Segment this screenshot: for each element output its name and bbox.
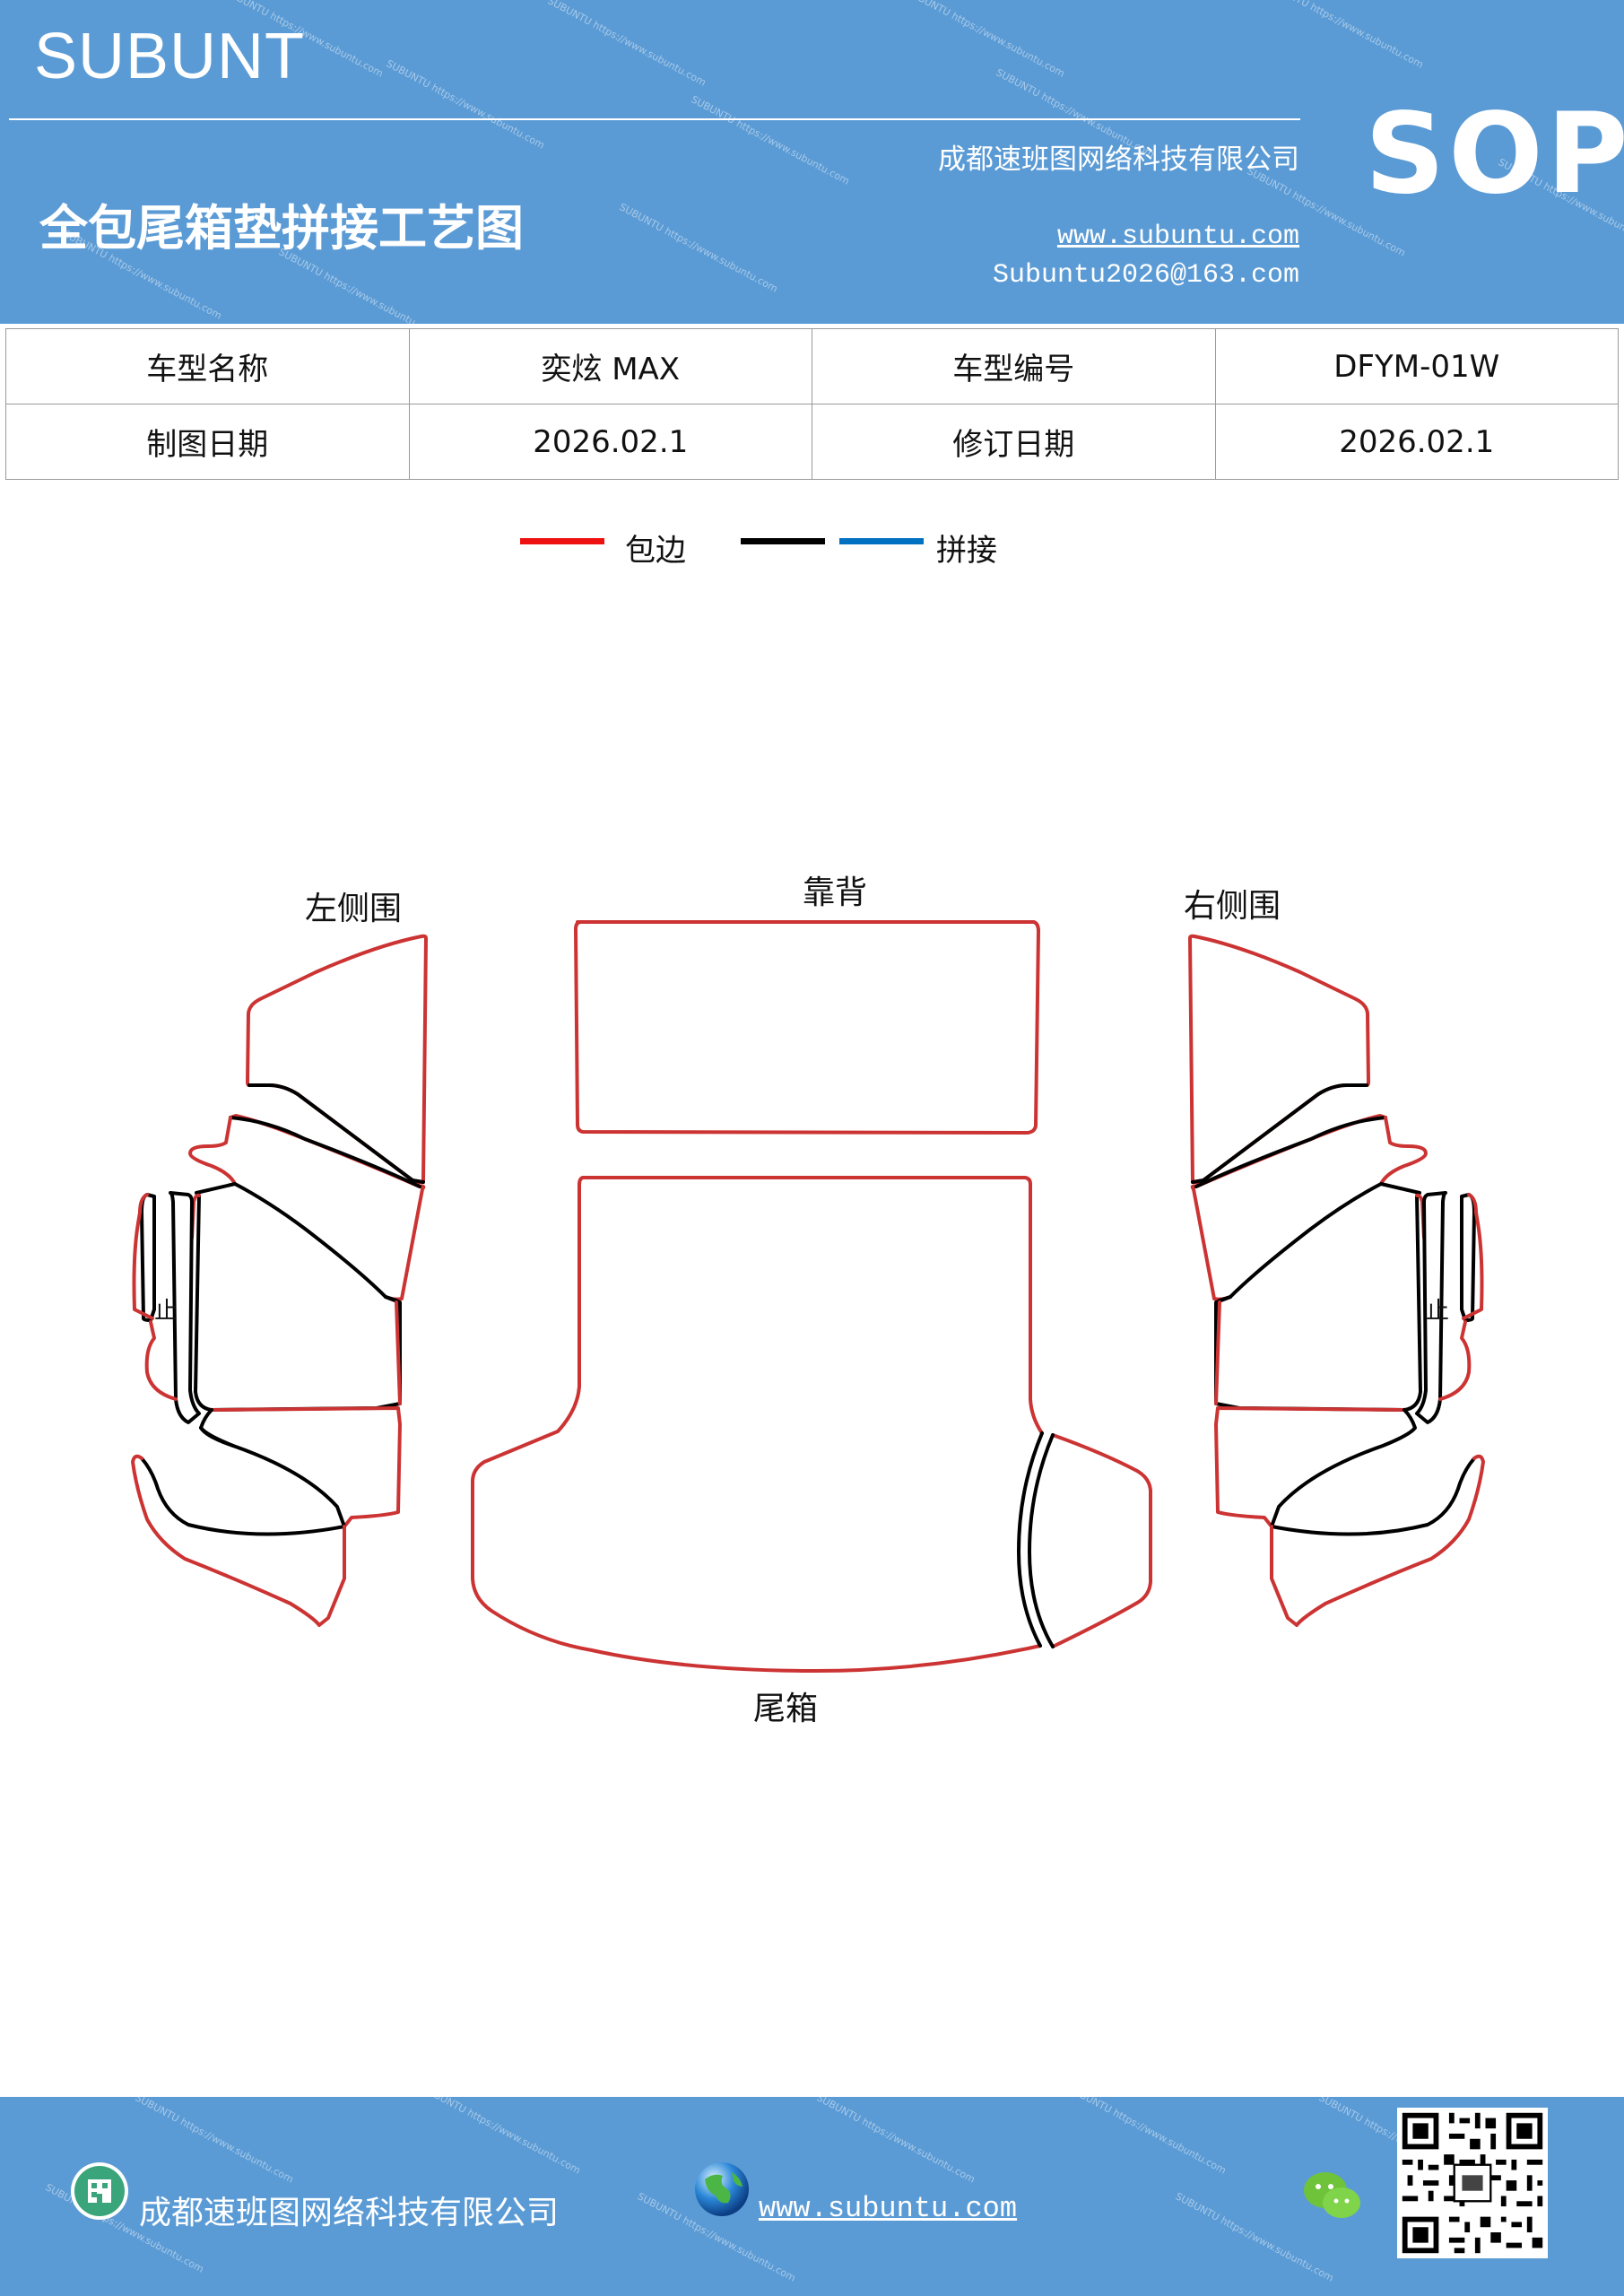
page-title: 全包尾箱垫拼接工艺图: [39, 199, 524, 257]
value-revision-date: 2026.02.1: [1214, 404, 1619, 480]
wechat-icon: [1304, 2172, 1360, 2218]
label-right-stop: 止: [1426, 1298, 1449, 1325]
legend-swatch-black: [741, 538, 825, 544]
trunk-floor-panel: [581, 1176, 1044, 1435]
qr-code[interactable]: [1397, 2108, 1548, 2258]
legend: 包边 拼接: [520, 526, 1058, 570]
company-name: 成都速班图网络科技有限公司: [938, 144, 1299, 176]
footer-banner: SUBUNTU https://www.subuntu.com SUBUNTU …: [0, 2097, 1624, 2296]
brand-wordmark: SUBUNT: [34, 21, 306, 92]
backrest-panel: [574, 920, 1040, 1135]
left-side-wall-top: [246, 934, 428, 1185]
footer-website-link[interactable]: www.subuntu.com: [759, 2192, 1018, 2225]
footer-company-name: 成都速班图网络科技有限公司: [139, 2195, 560, 2231]
right-side-wall-top: [1188, 934, 1370, 1185]
legend-swatch-red: [520, 538, 604, 544]
vehicle-info-table: 车型名称 奕炫 MAX 车型编号 DFYM-01W 制图日期 2026.02.1…: [5, 328, 1619, 480]
legend-swatch-blue: [839, 538, 924, 544]
value-model-name: 奕炫 MAX: [408, 328, 812, 404]
value-model-code: DFYM-01W: [1214, 328, 1619, 404]
label-trunk: 尾箱: [753, 1691, 818, 1727]
email-address: Subuntu2026@163.com: [992, 260, 1299, 291]
header-divider: [9, 118, 1300, 120]
label-revision-date: 修订日期: [812, 404, 1216, 480]
globe-icon: [695, 2162, 749, 2216]
label-left-stop: 止: [154, 1298, 178, 1325]
table-row: 车型名称 奕炫 MAX 车型编号 DFYM-01W: [5, 328, 1619, 404]
label-drawing-date: 制图日期: [5, 404, 410, 480]
sop-badge: SOP: [1365, 90, 1624, 219]
label-right-side-wall: 右侧围: [1184, 888, 1281, 925]
trunk-mat-diagram: 靠背 左侧围 右侧围 尾箱 止 止: [131, 874, 1485, 1727]
label-left-side-wall: 左侧围: [305, 891, 402, 927]
building-icon: [71, 2162, 128, 2220]
label-model-name: 车型名称: [5, 328, 410, 404]
website-link[interactable]: www.subuntu.com: [1056, 222, 1299, 252]
table-row: 制图日期 2026.02.1 修订日期 2026.02.1: [5, 404, 1619, 480]
label-backrest: 靠背: [803, 874, 867, 911]
value-drawing-date: 2026.02.1: [408, 404, 812, 480]
legend-label-splice: 拼接: [936, 533, 997, 569]
header-banner: SUBUNTU https://www.subuntu.com SUBUNTU …: [0, 0, 1624, 324]
legend-label-edging: 包边: [625, 533, 686, 569]
label-model-code: 车型编号: [812, 328, 1216, 404]
